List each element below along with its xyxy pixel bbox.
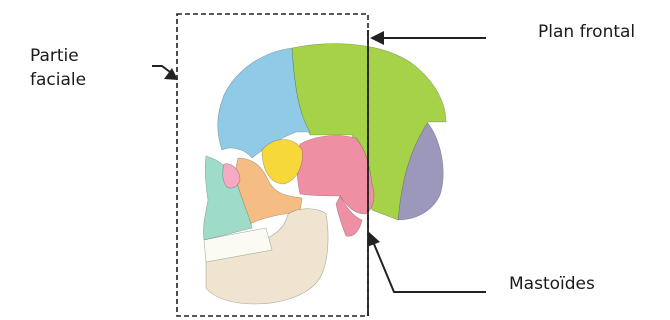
sphenoid-bone	[262, 140, 302, 185]
skull-illustration	[203, 44, 446, 304]
partie-faciale-arrow	[152, 66, 178, 80]
plan-frontal-arrow	[370, 31, 486, 45]
mastoides-arrow	[367, 232, 486, 292]
